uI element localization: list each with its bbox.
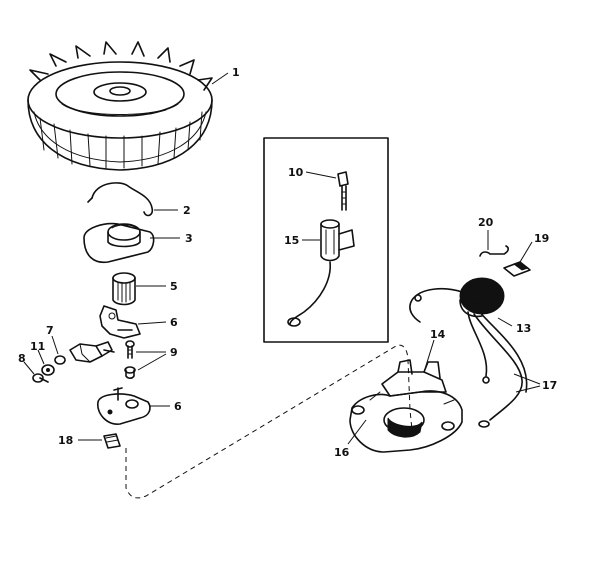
callout-11: 11 xyxy=(30,340,45,353)
spring-clip xyxy=(87,182,154,217)
callout-1: 1 xyxy=(232,66,240,79)
condenser-15 xyxy=(287,219,355,327)
callout-3: 3 xyxy=(185,232,193,245)
armature-bracket-16-17 xyxy=(349,359,463,453)
block-19 xyxy=(503,261,531,277)
callout-18: 18 xyxy=(58,434,73,447)
clip-20 xyxy=(479,245,509,257)
callout-17: 14 xyxy=(430,328,446,341)
condenser-18 xyxy=(103,433,121,449)
screw-10 xyxy=(337,171,349,211)
flywheel xyxy=(27,41,213,171)
callout-5: 5 xyxy=(170,280,178,293)
breaker-point-assembly xyxy=(69,341,115,363)
callout-20: 20 xyxy=(478,216,494,229)
callout-6-lower: 6 xyxy=(174,400,182,413)
callout-7: 7 xyxy=(46,324,54,337)
callout-13: 13 xyxy=(516,322,531,335)
washer-7 xyxy=(54,355,66,365)
callout-10: 10 xyxy=(288,166,304,179)
breaker-arm xyxy=(99,305,141,339)
breaker-plate xyxy=(97,387,151,425)
screws-9 xyxy=(124,340,136,380)
screw-8 xyxy=(32,373,49,383)
wires-14 xyxy=(467,309,528,428)
callout-8: 8 xyxy=(18,352,26,365)
callout-16: 16 xyxy=(334,446,350,459)
callout-6-upper: 6 xyxy=(170,316,178,329)
callout-14: 17 xyxy=(542,379,557,392)
nut-11 xyxy=(41,364,55,376)
callout-15: 15 xyxy=(284,234,299,247)
callout-9: 9 xyxy=(170,346,178,359)
ignition-coil-13 xyxy=(409,277,505,323)
callout-19: 19 xyxy=(534,232,549,245)
callout-2: 2 xyxy=(183,204,191,217)
inset-box xyxy=(263,137,389,343)
bushing xyxy=(112,272,136,306)
breaker-cover xyxy=(83,222,155,264)
